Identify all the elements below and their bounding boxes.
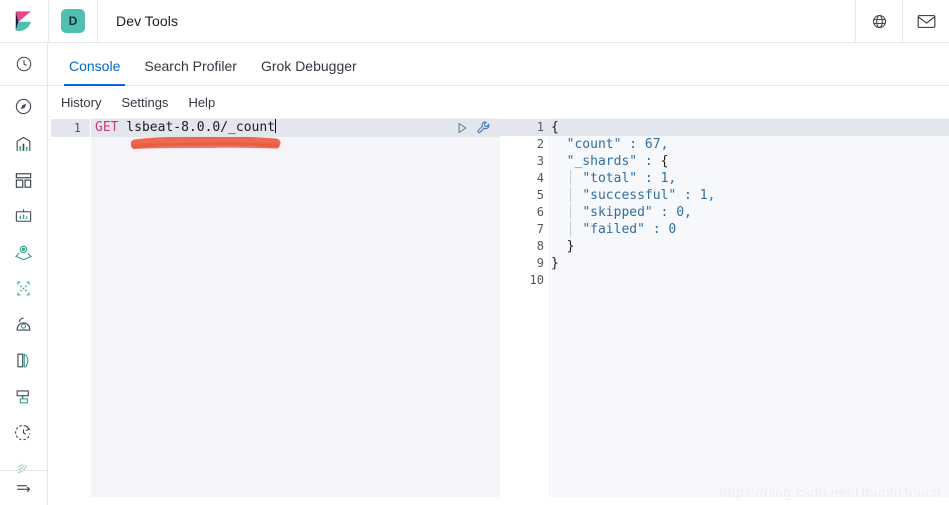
logs-icon bbox=[17, 352, 29, 367]
response-line-number: 7 bbox=[536, 222, 544, 236]
dev-tools-tabbar: Console Search Profiler Grok Debugger bbox=[48, 43, 949, 86]
response-line-number: 2 bbox=[536, 137, 544, 151]
header-divider-3 bbox=[855, 0, 856, 43]
request-path: lsbeat-8.0.0/_count bbox=[118, 120, 276, 135]
response-line-number: 3▾ bbox=[500, 153, 552, 170]
response-line-number: 8▴ bbox=[500, 238, 552, 255]
red-highlight-annotation bbox=[131, 137, 281, 149]
response-line: │ "skipped" : 0, bbox=[551, 205, 692, 220]
sidebar-item-canvas[interactable] bbox=[0, 198, 47, 234]
watermark-text: https://blog.csdn.net/UbuntuTouch bbox=[719, 484, 941, 500]
sidebar-item-siem[interactable] bbox=[0, 450, 47, 486]
request-actions bbox=[455, 119, 491, 137]
request-options-wrench-icon[interactable] bbox=[476, 121, 491, 136]
submenu-settings[interactable]: Settings bbox=[121, 94, 169, 110]
text-cursor bbox=[275, 119, 277, 133]
response-line: "_shards" : { bbox=[551, 154, 669, 169]
response-line-number: 10 bbox=[529, 273, 544, 287]
signal-icon bbox=[17, 463, 28, 473]
clock-icon bbox=[16, 56, 31, 72]
sidebar-item-infrastructure[interactable] bbox=[0, 306, 47, 342]
dashboard-icon bbox=[15, 172, 32, 188]
sidebar-divider-bottom bbox=[0, 470, 47, 471]
submenu-history[interactable]: History bbox=[61, 94, 102, 110]
compass-icon bbox=[15, 98, 32, 114]
machine-learning-icon bbox=[17, 281, 30, 295]
response-line: } bbox=[551, 256, 559, 271]
console-submenu: History Settings Help bbox=[48, 86, 949, 118]
uptime-clock-icon bbox=[15, 424, 31, 440]
request-line-number: 1 bbox=[51, 119, 90, 137]
response-code-area[interactable]: { "count" : 67, "_shards" : { │ "total" … bbox=[548, 118, 949, 497]
sidebar-item-recently-viewed[interactable] bbox=[0, 43, 47, 85]
bar-chart-icon bbox=[16, 136, 31, 151]
submenu-help[interactable]: Help bbox=[188, 94, 216, 110]
page-title: Dev Tools bbox=[116, 13, 179, 29]
mail-icon bbox=[917, 14, 935, 28]
sidebar-divider bbox=[0, 85, 47, 86]
sidebar-item-logs[interactable] bbox=[0, 342, 47, 378]
console-body: 1 GET lsbeat-8.0.0/_count bbox=[48, 118, 949, 505]
request-editor-pane[interactable]: 1 GET lsbeat-8.0.0/_count bbox=[51, 118, 501, 497]
response-line-number: 9▴ bbox=[500, 255, 552, 272]
header-divider-1 bbox=[48, 0, 49, 43]
globe-help-button[interactable] bbox=[856, 0, 902, 43]
sidebar-item-discover[interactable] bbox=[0, 86, 47, 126]
header-right-actions bbox=[855, 0, 949, 43]
sidebar-item-machine-learning[interactable] bbox=[0, 270, 47, 306]
header-divider-4 bbox=[902, 0, 903, 43]
tab-search-profiler[interactable]: Search Profiler bbox=[144, 58, 237, 74]
response-line-number: 1▾ bbox=[500, 119, 552, 136]
response-line: "count" : 67, bbox=[551, 137, 669, 152]
request-line-1[interactable]: GET lsbeat-8.0.0/_count bbox=[91, 119, 501, 137]
globe-help-icon bbox=[872, 14, 886, 28]
mail-button[interactable] bbox=[903, 0, 949, 43]
response-line: │ "successful" : 1, bbox=[551, 188, 716, 203]
http-method: GET bbox=[95, 120, 119, 135]
sidebar-bottom-region bbox=[0, 470, 47, 505]
header-divider-2 bbox=[97, 0, 98, 43]
presentation-icon bbox=[15, 208, 32, 222]
sidebar-collapse-toggle[interactable] bbox=[0, 471, 47, 505]
response-line: │ "total" : 1, bbox=[551, 171, 677, 186]
response-editor-pane[interactable]: 1▾2 3▾4 5 6 7 8▴9▴10 { "count" : 67, "_shards… bbox=[500, 118, 949, 497]
sidebar-item-visualize[interactable] bbox=[0, 126, 47, 162]
tab-console[interactable]: Console bbox=[57, 58, 132, 86]
request-gutter: 1 bbox=[51, 118, 91, 497]
kibana-logo-icon bbox=[15, 11, 31, 32]
left-sidebar bbox=[0, 43, 48, 505]
map-marker-icon bbox=[15, 245, 32, 260]
send-request-button[interactable] bbox=[455, 121, 469, 135]
kibana-logo-button[interactable] bbox=[0, 0, 48, 43]
collapse-arrow-icon bbox=[17, 484, 31, 492]
tab-grok-debugger[interactable]: Grok Debugger bbox=[260, 58, 357, 74]
request-editor[interactable]: 1 GET lsbeat-8.0.0/_count bbox=[51, 118, 501, 497]
response-editor[interactable]: 1▾2 3▾4 5 6 7 8▴9▴10 { "count" : 67, "_shards… bbox=[500, 118, 949, 497]
response-line-number: 6 bbox=[536, 205, 544, 219]
sidebar-item-maps[interactable] bbox=[0, 234, 47, 270]
apm-icon bbox=[16, 389, 29, 403]
sidebar-item-apm[interactable] bbox=[0, 378, 47, 414]
sidebar-item-dashboard[interactable] bbox=[0, 162, 47, 198]
response-line: { bbox=[548, 119, 949, 136]
space-selector-button[interactable]: D bbox=[49, 0, 97, 43]
response-line: │ "failed" : 0 bbox=[551, 222, 677, 237]
response-line-number: 5 bbox=[536, 188, 544, 202]
response-line-number: 4 bbox=[536, 171, 544, 185]
main-content: Console Search Profiler Grok Debugger Hi… bbox=[48, 43, 949, 505]
response-line bbox=[548, 272, 949, 289]
top-header: D Dev Tools bbox=[0, 0, 949, 43]
response-gutter: 1▾2 3▾4 5 6 7 8▴9▴10 bbox=[500, 118, 552, 497]
request-code-area[interactable]: GET lsbeat-8.0.0/_count bbox=[91, 118, 501, 497]
sidebar-item-uptime[interactable] bbox=[0, 414, 47, 450]
space-badge: D bbox=[61, 9, 85, 33]
response-line: } bbox=[566, 239, 575, 254]
bottom-strip bbox=[96, 497, 949, 505]
user-infra-icon bbox=[16, 317, 31, 331]
